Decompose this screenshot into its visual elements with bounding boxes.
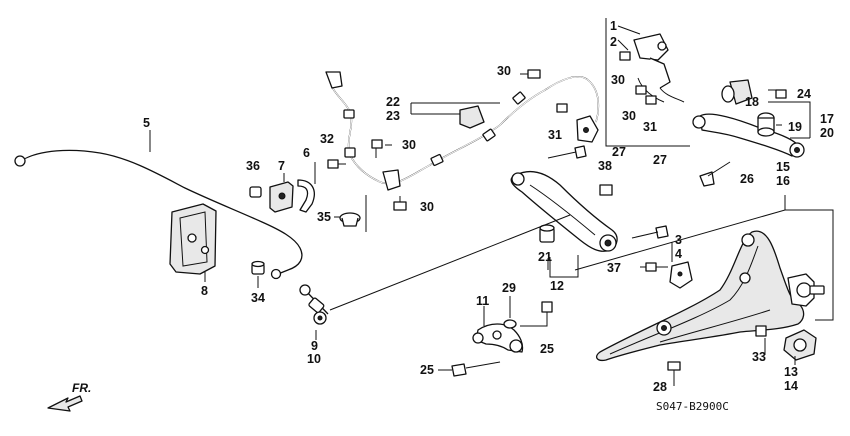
diagram-code: S047-B2900C (656, 400, 729, 413)
callout-30a: 30 (497, 64, 511, 78)
callout-18: 18 (745, 95, 759, 109)
callout-31b: 31 (643, 120, 657, 134)
front-direction-label: FR. (72, 381, 91, 395)
dust-cover (783, 329, 817, 361)
callout-9: 9 (311, 339, 318, 353)
fasteners (327, 51, 787, 386)
callout-27b: 27 (653, 153, 667, 167)
abs-sensor-wire (325, 71, 600, 232)
callout-3: 3 (675, 233, 682, 247)
callout-10: 10 (307, 352, 321, 366)
callout-2: 2 (610, 35, 617, 49)
callout-35: 35 (317, 210, 331, 224)
lower-control-arm (510, 171, 618, 252)
upper-arm-bracket (633, 33, 685, 103)
grommet (339, 212, 361, 227)
upper-control-arm (692, 113, 805, 158)
callout-30d: 30 (611, 73, 625, 87)
callout-22: 22 (386, 95, 400, 109)
callout-16: 16 (776, 174, 790, 188)
callout-20: 20 (820, 126, 834, 140)
callout-24: 24 (797, 87, 811, 101)
callout-25b: 25 (540, 342, 554, 356)
mounting-plate (669, 261, 693, 289)
callout-12: 12 (550, 279, 564, 293)
callout-30b: 30 (402, 138, 416, 152)
callout-4: 4 (675, 247, 682, 261)
trailing-arm (595, 230, 825, 362)
lower-arm-bushing (539, 224, 555, 243)
callout-26: 26 (740, 172, 754, 186)
callout-15: 15 (776, 160, 790, 174)
callout-36: 36 (246, 159, 260, 173)
callout-38: 38 (598, 159, 612, 173)
stabilizer-bracket (169, 203, 217, 275)
callout-25a: 25 (420, 363, 434, 377)
callout-30e: 30 (622, 109, 636, 123)
callout-1: 1 (610, 19, 617, 33)
stabilizer-link (299, 284, 329, 325)
stabilizer-bushing (249, 179, 315, 213)
washer (503, 319, 517, 329)
callout-14: 14 (784, 379, 798, 393)
callout-13: 13 (784, 365, 798, 379)
callout-37: 37 (607, 261, 621, 275)
callout-7: 7 (278, 159, 285, 173)
upper-arm-bushings (721, 79, 775, 137)
callout-31a: 31 (548, 128, 562, 142)
callout-33: 33 (752, 350, 766, 364)
callout-32: 32 (320, 132, 334, 146)
collar (251, 260, 265, 275)
callout-28: 28 (653, 380, 667, 394)
compensator-arm (472, 323, 524, 353)
leader-lines (149, 18, 810, 365)
callout-30c: 30 (420, 200, 434, 214)
callout-27a: 27 (612, 145, 626, 159)
callout-19: 19 (788, 120, 802, 134)
callout-29: 29 (502, 281, 516, 295)
callout-21: 21 (538, 250, 552, 264)
callout-17: 17 (820, 112, 834, 126)
callout-5: 5 (143, 116, 150, 130)
stabilizer-bar (14, 147, 305, 280)
callout-23: 23 (386, 109, 400, 123)
front-direction-arrow: FR. (47, 381, 91, 412)
callout-11: 11 (476, 294, 489, 308)
callout-6: 6 (303, 146, 310, 160)
callout-34: 34 (251, 291, 265, 305)
callout-labels: 1 2 3 4 5 6 7 8 9 10 11 12 13 14 15 16 1… (143, 19, 834, 394)
callout-8: 8 (201, 284, 208, 298)
